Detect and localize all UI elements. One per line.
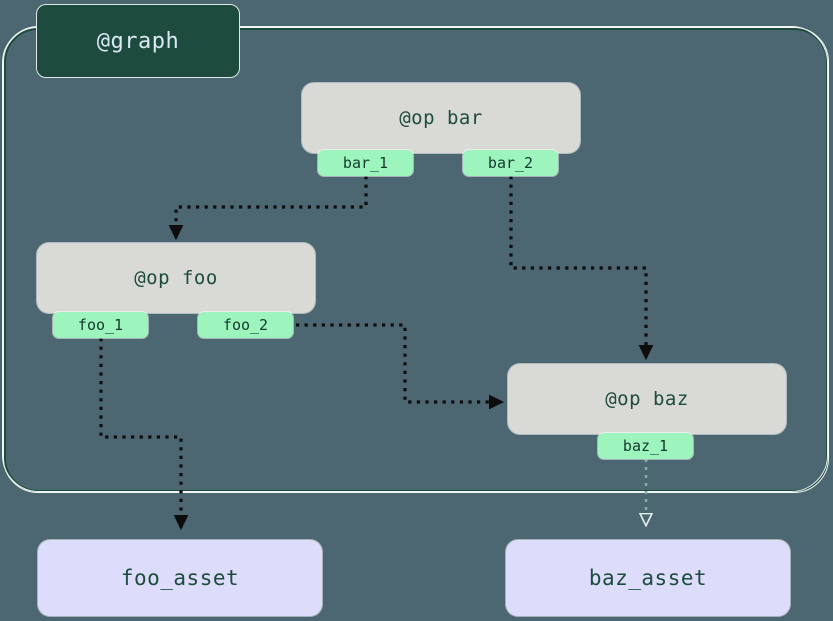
- op-title: @op bar: [399, 107, 483, 129]
- op-node-bar[interactable]: @op bar: [302, 83, 580, 153]
- graph-label[interactable]: @graph: [36, 4, 240, 78]
- op-title: @op baz: [605, 388, 689, 410]
- op-port-foo_2[interactable]: foo_2: [198, 312, 293, 338]
- graph-label-text: @graph: [96, 28, 180, 54]
- op-node-baz[interactable]: @op baz: [508, 364, 786, 434]
- asset-node-foo_asset[interactable]: foo_asset: [38, 540, 322, 616]
- op-port-foo_1[interactable]: foo_1: [53, 312, 148, 338]
- op-port-bar_1[interactable]: bar_1: [318, 150, 413, 176]
- op-port-baz_1[interactable]: baz_1: [598, 433, 693, 459]
- asset-node-baz_asset[interactable]: baz_asset: [506, 540, 790, 616]
- op-port-bar_2[interactable]: bar_2: [463, 150, 558, 176]
- op-node-foo[interactable]: @op foo: [37, 243, 315, 313]
- op-title: @op foo: [134, 267, 218, 289]
